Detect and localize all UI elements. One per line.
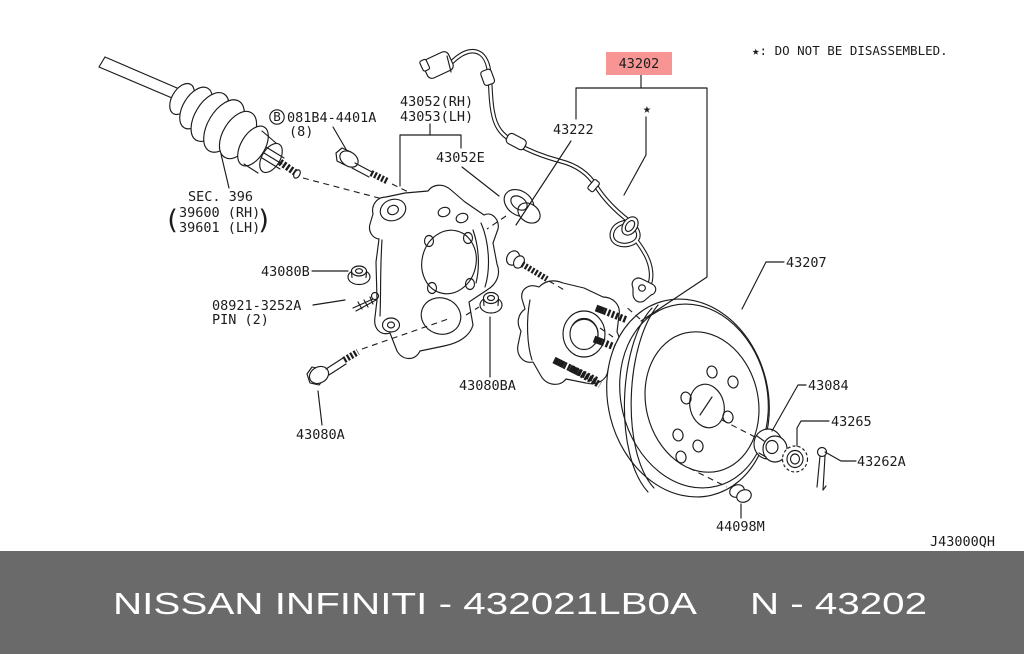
leader-43265 (796, 420, 830, 447)
washer-43084-art (753, 428, 788, 463)
label-43052e: 43052E (436, 150, 485, 166)
do-not-disassemble-star-marker: ★ (643, 101, 651, 117)
bolt-43080a-art (306, 349, 360, 386)
bracket-sensor-labels (399, 123, 462, 187)
highlight-box[interactable] (606, 52, 672, 75)
axle-assembly-dashed-line (302, 177, 433, 213)
footer-reference-number: N - 43202 (750, 586, 927, 621)
nut-ba-dashed-line (465, 306, 480, 316)
label-sec-ref: SEC. 396 (188, 189, 253, 205)
label-43262a: 43262A (857, 454, 906, 470)
rotor-cap-dashed-line (688, 467, 728, 488)
label-39601-lh: 39601 (LH) (179, 220, 260, 236)
label-43222: 43222 (553, 122, 594, 138)
label-43080a: 43080A (296, 427, 345, 443)
leader-43207 (741, 261, 785, 310)
label-43084: 43084 (808, 378, 849, 394)
abs-sensor-wire-art (419, 48, 657, 303)
nut-43080b-art (347, 265, 371, 286)
circled-letter-b: B (273, 109, 281, 124)
cotter-pin-43262a-art (816, 446, 828, 491)
bolt-081b4-art (335, 147, 389, 184)
highlighted-part-number[interactable]: 43202 (619, 56, 660, 72)
label-pin-qty: PIN (2) (212, 312, 269, 328)
leader-bolt-081b4 (332, 126, 348, 152)
paren-open: ( (164, 205, 180, 236)
leader-43052e (461, 166, 500, 197)
label-43052-rh: 43052(RH) (400, 94, 473, 110)
label-bolt-qty: (8) (289, 124, 313, 140)
stud-dashed-line (548, 280, 567, 292)
cap-44098m-art (729, 484, 752, 503)
footer-bar: NISSAN INFINITI - 432021LB0A N - 43202 (0, 551, 1024, 654)
footer-brand-part-number: NISSAN INFINITI - 432021LB0A (113, 586, 697, 621)
leader-43084 (771, 384, 807, 432)
label-43053-lh: 43053(LH) (400, 109, 473, 125)
label-sec396: SEC. 396 ( 39600 (RH) 39601 (LH) ) (164, 189, 272, 236)
label-44098m: 44098M (716, 519, 765, 535)
bolt-a-dashed-line (361, 317, 452, 350)
leader-sec396 (220, 153, 230, 189)
brake-rotor-art (606, 298, 770, 498)
label-43207: 43207 (786, 255, 827, 271)
leader-pin (312, 299, 346, 306)
footer-background (0, 551, 1024, 654)
label-39600-rh: 39600 (RH) (179, 205, 260, 221)
callout-bracket-43202 (515, 74, 708, 322)
nut-43080ba-art (479, 291, 503, 314)
label-08921-3252a: 08921-3252A (212, 298, 301, 314)
highlighted-part-callout[interactable]: 43202 (606, 52, 672, 75)
abs-sensor-head-art (631, 277, 657, 303)
label-bolt-part-number: 081B4-4401A (287, 110, 376, 126)
sleeve-dashed-line (486, 215, 507, 230)
do-not-disassemble-legend: ★: DO NOT BE DISASSEMBLED. (752, 43, 948, 58)
drive-shaft-art (98, 56, 301, 179)
label-bolt-081b4: B 081B4-4401A (8) (269, 109, 376, 140)
leader-43080a (317, 390, 323, 426)
label-43265: 43265 (831, 414, 872, 430)
wheel-stud-art (505, 250, 549, 282)
label-43080b: 43080B (261, 264, 310, 280)
lock-nut-43265-art (781, 445, 809, 473)
hub-rotor-dashed-line (599, 327, 614, 338)
sensor-sleeve-art (503, 188, 541, 224)
leader-43262a (824, 451, 857, 462)
cotter-pin-08921-art (352, 291, 380, 312)
label-43080ba: 43080BA (459, 378, 516, 394)
diagram-code: J43000QH (930, 534, 995, 550)
paren-close: ) (256, 205, 272, 236)
hub-bearing-art (517, 280, 629, 389)
knuckle-art (368, 184, 500, 360)
